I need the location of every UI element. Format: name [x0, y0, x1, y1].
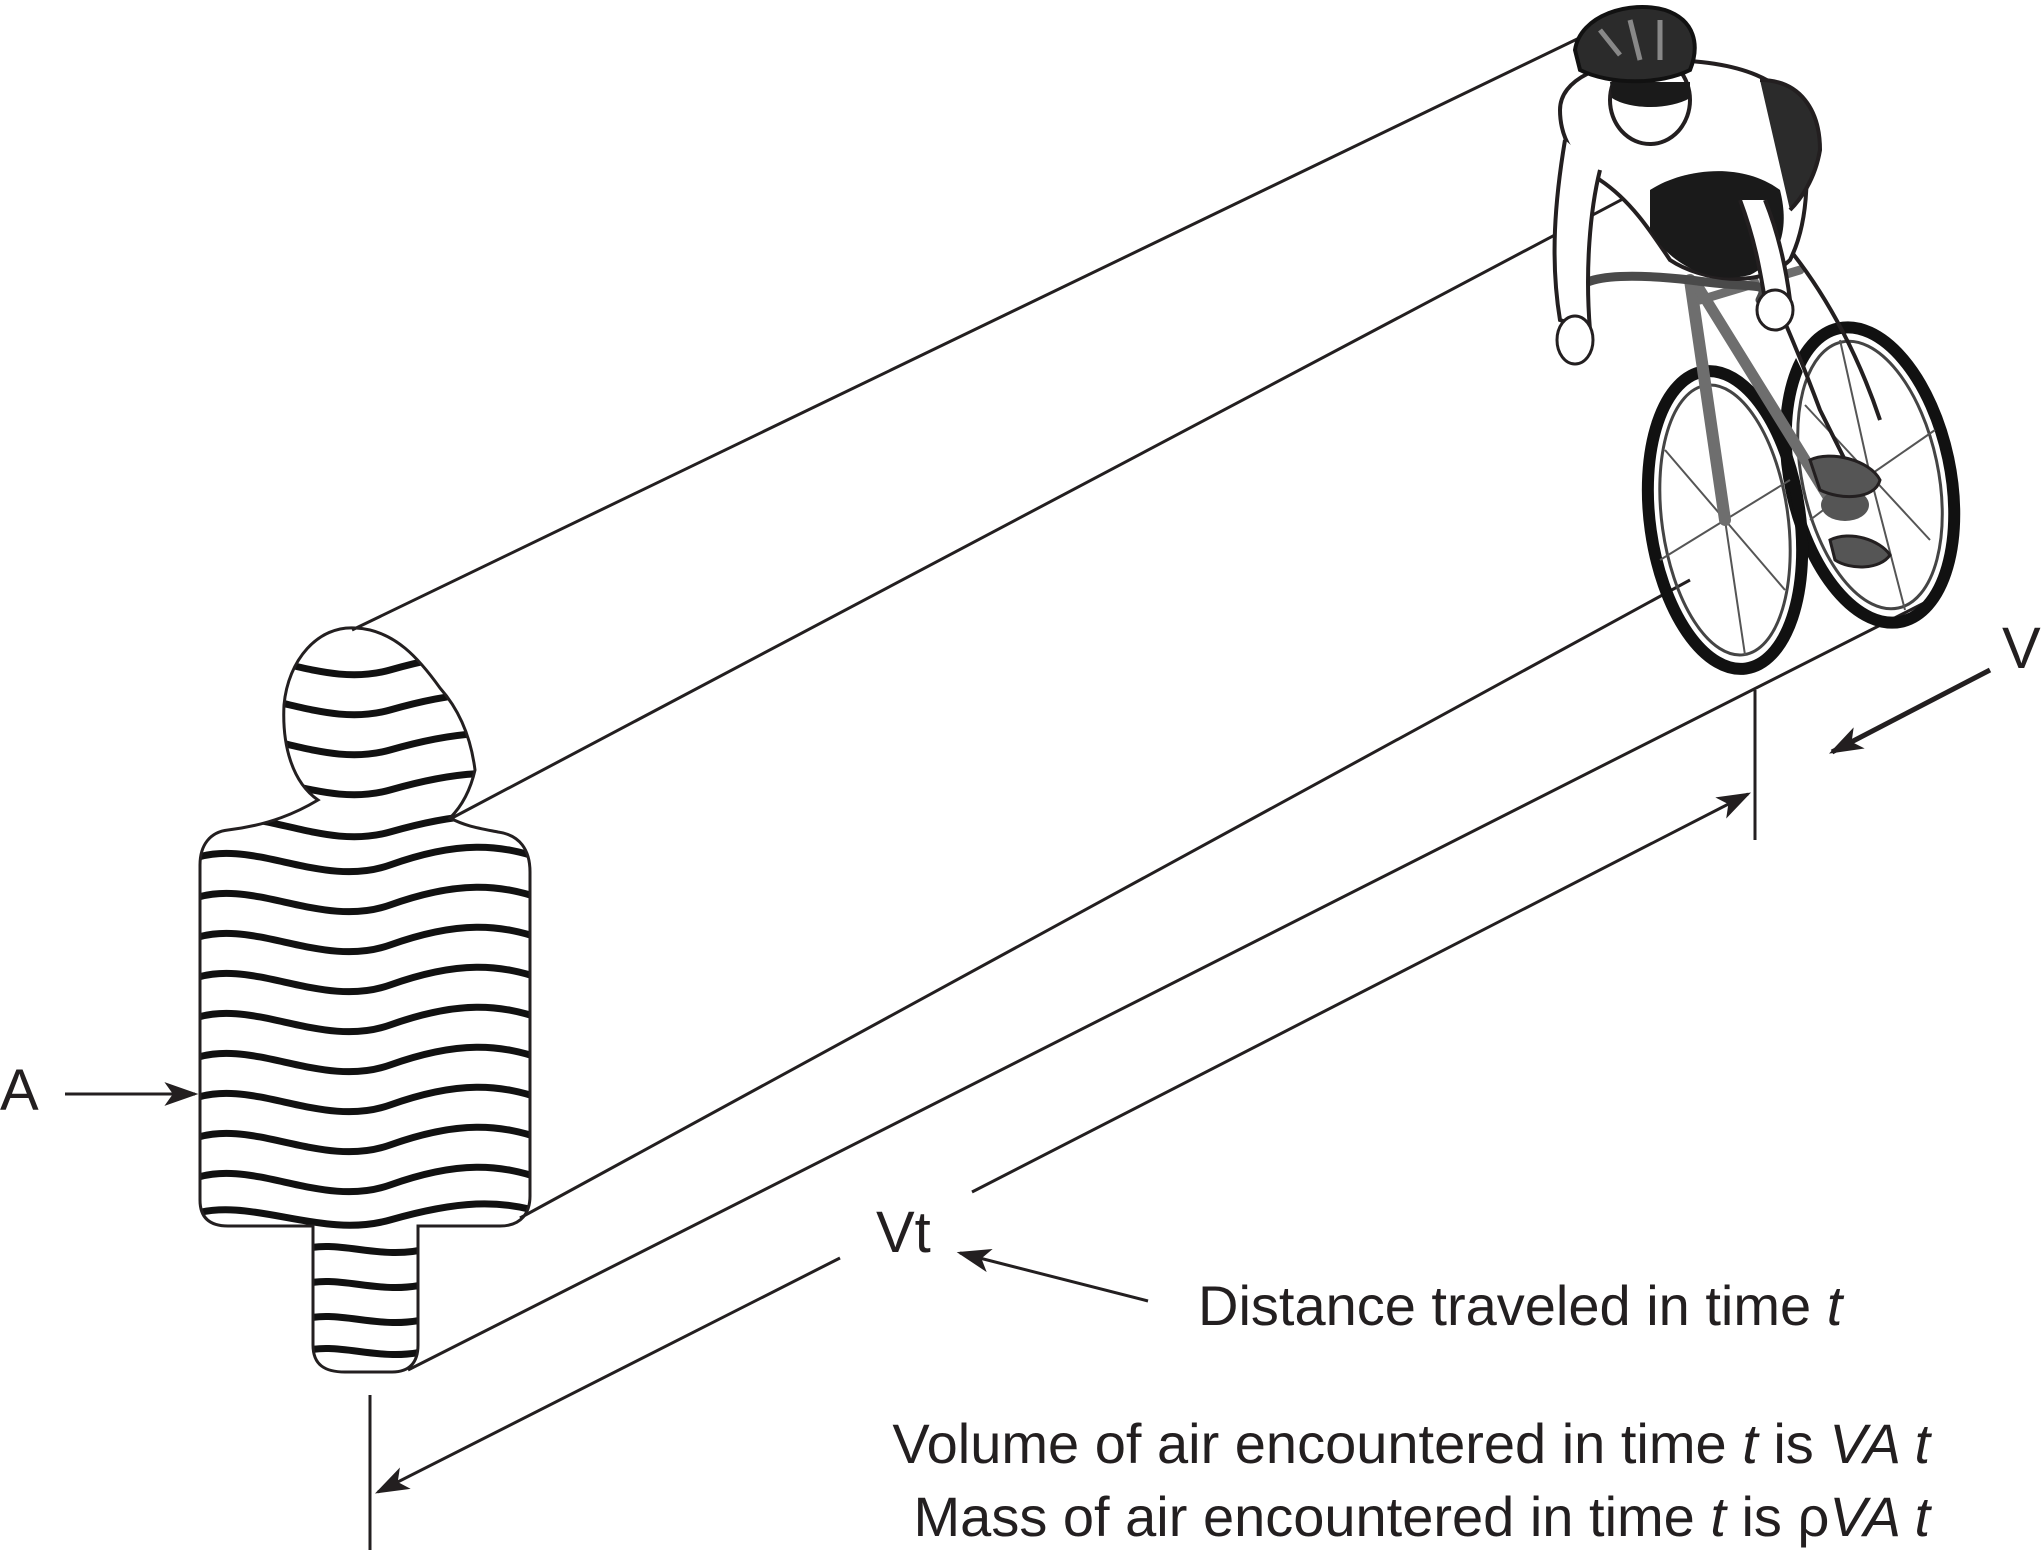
volume-note: Volume of air encountered in time t is V…	[892, 1412, 1932, 1475]
column-edge-shoulder	[451, 143, 1726, 820]
rider-arms	[1552, 139, 1795, 366]
area-label: A	[0, 1058, 39, 1123]
column-edge-body-bottom	[519, 578, 1691, 1220]
velocity-arrow	[1828, 667, 1992, 755]
frontal-area-figure	[198, 626, 532, 1374]
column-edge-head-top	[351, 26, 1601, 632]
vt-arrow-right	[971, 792, 1752, 1194]
velocity-label: V	[2002, 616, 2041, 681]
air-column	[351, 26, 1931, 1372]
cyclist-illustration	[1552, 5, 1961, 675]
dimension-annotations	[65, 667, 1992, 1550]
labels: A V Vt Distance traveled in time t Volum…	[0, 616, 2041, 1548]
distance-caption: Distance traveled in time t	[1198, 1274, 1845, 1337]
rider-head	[1572, 5, 1697, 146]
column-edge-leg-bottom	[407, 598, 1931, 1372]
vt-arrow-left	[374, 1256, 841, 1494]
figure-stripes	[200, 649, 530, 1359]
mass-note: Mass of air encountered in time t is ρVA…	[914, 1485, 1933, 1548]
distance-symbol-label: Vt	[876, 1200, 931, 1265]
distance-pointer-arrow	[956, 1249, 1149, 1303]
figure-outline	[198, 626, 532, 1374]
